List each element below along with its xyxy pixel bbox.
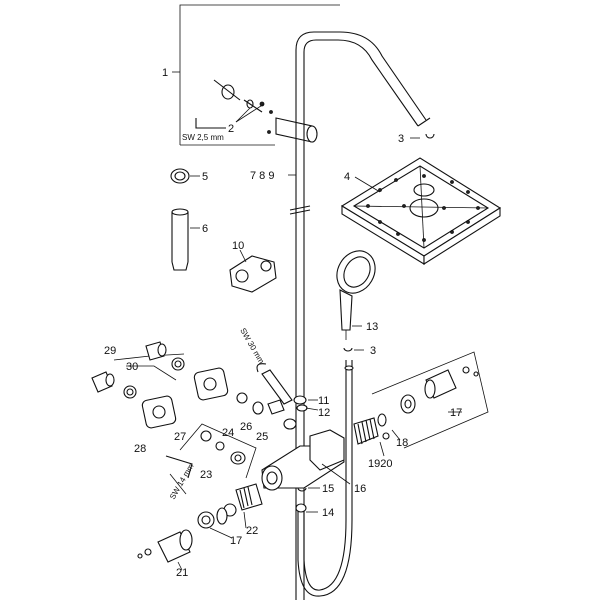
part-3-seal-top [410, 133, 435, 139]
part-23-26-fittings [179, 392, 297, 479]
wrench-sw14-label: SW 14 mm [168, 462, 196, 501]
part-29-30-s-connectors [91, 341, 185, 399]
part-27-rosette [193, 367, 229, 401]
label-17-right: 17 [450, 407, 462, 419]
label-4: 4 [344, 171, 350, 183]
part-2-screw-set [213, 79, 273, 134]
part-5-ring [170, 168, 200, 184]
part-6-extension-pipe [171, 208, 200, 271]
label-12: 12 [318, 407, 330, 419]
label-1920: 1920 [368, 458, 392, 470]
label-22: 22 [246, 525, 258, 537]
label-16: 16 [354, 483, 366, 495]
label-28: 28 [134, 443, 146, 455]
label-5: 5 [202, 171, 208, 183]
wrench-sw25-label: SW 2,5 mm [182, 133, 224, 142]
part-1-wall-bracket-group [172, 4, 340, 146]
riser-pipe-with-arm [289, 31, 431, 600]
part-15-washer [297, 487, 320, 492]
label-18: 18 [396, 437, 408, 449]
label-1: 1 [162, 67, 168, 79]
label-13: 13 [366, 321, 378, 333]
label-24: 24 [222, 427, 234, 439]
label-14: 14 [322, 507, 334, 519]
part-3-seal-lower [343, 347, 364, 352]
label-26: 26 [240, 421, 252, 433]
wrench-sw30-label: SW 30 mm [238, 327, 266, 366]
wrench-sw30 [256, 363, 319, 412]
label-15: 15 [322, 483, 334, 495]
part-4-overhead-shower [340, 157, 502, 265]
label-11: 11 [318, 395, 329, 407]
label-3-lower: 3 [370, 345, 376, 357]
label-789: 7 8 9 [250, 170, 274, 182]
label-30: 30 [126, 361, 138, 373]
label-29: 29 [104, 345, 116, 357]
part-number-labels: 1 2 3 4 5 6 7 8 9 10 11 12 13 3 14 15 16… [104, 67, 462, 579]
part-14-shower-hose [295, 360, 354, 597]
part-17-21-22-lower-assembly [137, 483, 263, 571]
label-27: 27 [174, 431, 186, 443]
part-28-rosette [141, 395, 177, 429]
label-2: 2 [228, 123, 234, 135]
label-17-lower: 17 [230, 535, 242, 547]
label-10: 10 [232, 240, 244, 252]
label-6: 6 [202, 223, 208, 235]
label-23: 23 [200, 469, 212, 481]
shower-nozzles [366, 174, 480, 242]
wrench-sw14 [165, 455, 193, 495]
label-25: 25 [256, 431, 268, 443]
part-13-hand-shower [336, 250, 376, 340]
part-17-18-cartridge-assembly [353, 351, 489, 457]
label-3-top: 3 [398, 133, 404, 145]
part-16-thermostat-body [261, 429, 351, 491]
label-21: 21 [176, 567, 188, 579]
part-10-slider [229, 249, 277, 293]
